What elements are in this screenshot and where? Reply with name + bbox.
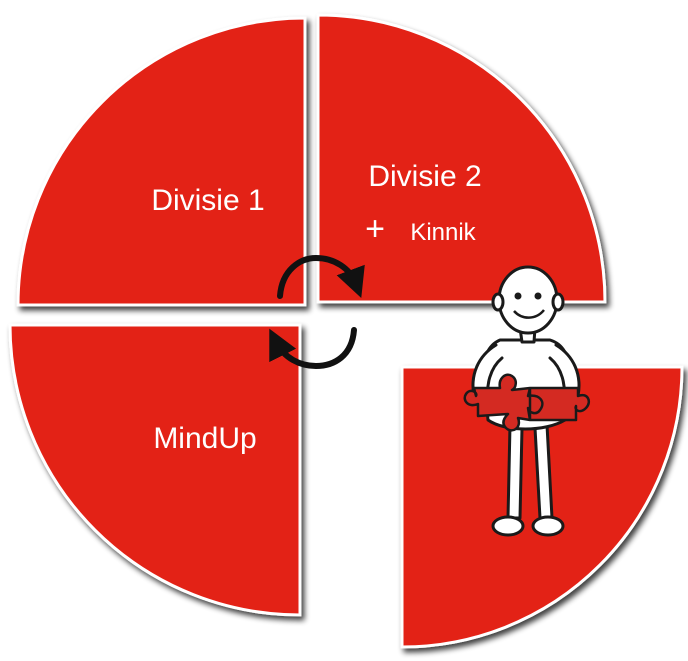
quadrant-top-left bbox=[18, 18, 305, 305]
figure-left-leg bbox=[508, 425, 522, 518]
label-mindup: MindUp bbox=[153, 422, 256, 455]
quadrant-bottom-left-shape bbox=[10, 325, 300, 615]
label-plus: + bbox=[365, 210, 385, 248]
quadrant-bottom-left bbox=[10, 325, 300, 615]
quadrant-top-left-shape bbox=[18, 18, 305, 305]
figure-left-eye bbox=[515, 293, 521, 299]
label-divisie-2: Divisie 2 bbox=[368, 160, 481, 193]
figure-right-foot bbox=[533, 517, 563, 535]
figure-right-ear bbox=[553, 294, 563, 310]
figure-left-foot bbox=[493, 517, 523, 535]
label-divisie-1: Divisie 1 bbox=[151, 184, 264, 217]
quadrant-top-right-shape bbox=[318, 15, 605, 302]
label-kinnik: Kinnik bbox=[410, 219, 476, 246]
figure-right-eye bbox=[535, 293, 541, 299]
figure-left-ear bbox=[493, 294, 503, 310]
quadrant-top-right bbox=[318, 15, 605, 302]
figure-head bbox=[499, 267, 557, 333]
